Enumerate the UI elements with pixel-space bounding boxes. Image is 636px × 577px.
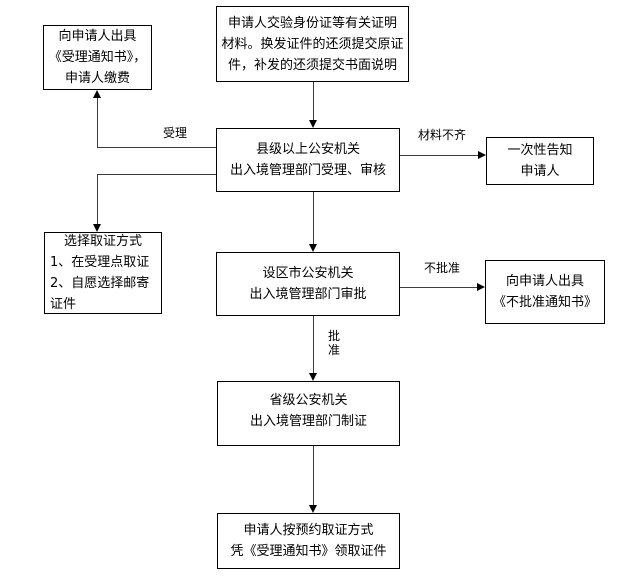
connector-submit-county <box>313 82 314 122</box>
connector-county-inform <box>400 155 479 156</box>
text-line: 选择取证方式 <box>63 234 142 249</box>
arrowhead-down-icon <box>309 505 317 513</box>
text-line: 材料。换发证件的还须提交原证 <box>221 36 404 52</box>
text-line: 证件 <box>50 297 77 312</box>
flow-box-city-authority: 设区市公安机关 出入境管理部门审批 <box>216 252 400 316</box>
arrowhead-down-icon <box>93 224 101 232</box>
arrowhead-up-icon <box>93 90 101 98</box>
arrowhead-right-icon <box>477 283 485 291</box>
text-line: 设区市公安机关 <box>262 266 354 281</box>
text-line: 《不批准通知书》 <box>492 295 597 310</box>
arrowhead-down-icon <box>309 244 317 252</box>
flow-box-acceptance-notice: 向申请人出具 《受理通知书》， 申请人缴费 <box>43 25 152 90</box>
text-line: 出入境管理部门受理、审核 <box>229 163 386 178</box>
connector-county-notice-v <box>97 96 98 147</box>
text-line: 省级公安机关 <box>269 393 348 408</box>
connector-county-notice-h <box>97 147 216 148</box>
text-line: 1、在受理点取证 <box>50 255 150 270</box>
flow-box-province-authority: 省级公安机关 出入境管理部门制证 <box>217 381 400 446</box>
connector-city-province <box>313 316 314 374</box>
text-line: 2、自愿选择邮寄 <box>50 276 150 291</box>
text-line: 申请人按预约取证方式 <box>243 523 374 538</box>
flow-box-rejection-notice: 向申请人出具 《不批准通知书》 <box>485 260 605 324</box>
connector-county-city <box>313 192 314 245</box>
text-line: 向申请人出具 <box>505 274 584 289</box>
connector-county-method-v <box>97 174 98 225</box>
flow-box-county-authority: 县级以上公安机关 出入境管理部门受理、审核 <box>216 128 400 192</box>
edge-label-accepted: 受理 <box>163 126 188 140</box>
connector-county-method-h <box>97 174 216 175</box>
text-line: 凭《受理通知书》领取证件 <box>230 544 387 559</box>
arrowhead-down-icon <box>309 373 317 381</box>
edge-label-not-approved: 不批准 <box>424 261 461 275</box>
text-line: 《受理通知书》， <box>48 50 147 65</box>
text-line: 申请人 <box>520 164 560 179</box>
flow-box-pickup-method: 选择取证方式 1、在受理点取证 2、自愿选择邮寄 证件 <box>44 232 162 314</box>
edge-label-approved: 批准 <box>327 329 340 357</box>
edge-label-materials-incomplete: 材料不齐 <box>418 128 467 142</box>
connector-province-final <box>313 446 314 506</box>
connector-city-reject <box>400 287 478 288</box>
flow-box-submit-materials: 申请人交验身份证等有关证明 材料。换发证件的还须提交原证 件，补发的还须提交书面… <box>216 6 409 82</box>
flow-box-certificate-pickup: 申请人按预约取证方式 凭《受理通知书》领取证件 <box>217 513 400 569</box>
arrowhead-right-icon <box>478 151 486 159</box>
text-line: 向申请人出具 <box>58 29 137 44</box>
text-line: 出入境管理部门制证 <box>249 414 367 429</box>
text-line: 一次性告知 <box>507 143 573 158</box>
text-line: 件，补发的还须提交书面说明 <box>227 57 397 73</box>
text-line: 出入境管理部门审批 <box>249 287 367 302</box>
text-line: 申请人交验身份证等有关证明 <box>227 15 397 31</box>
text-line: 申请人缴费 <box>64 71 130 86</box>
arrowhead-down-icon <box>309 120 317 128</box>
text-line: 县级以上公安机关 <box>255 142 360 157</box>
flow-box-onetime-inform: 一次性告知 申请人 <box>486 137 594 185</box>
